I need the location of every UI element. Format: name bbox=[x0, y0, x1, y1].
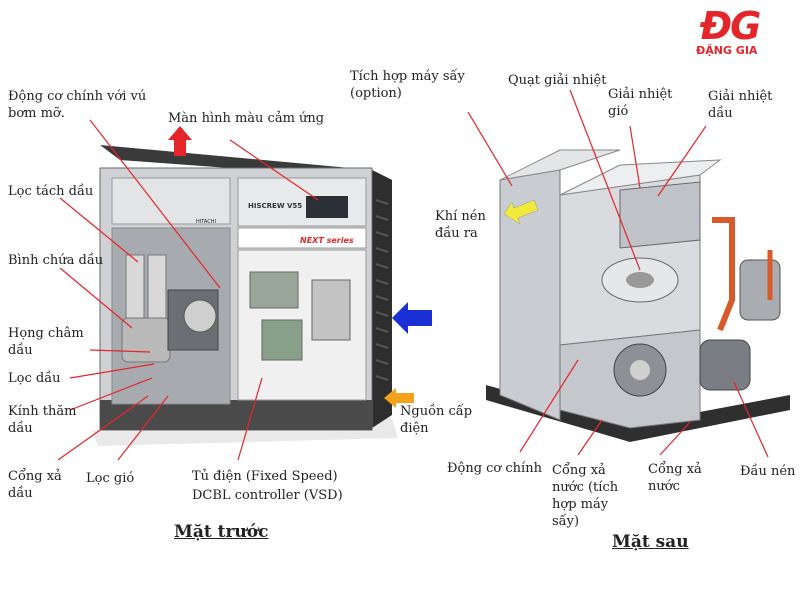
oil-separator-cylinder-1 bbox=[125, 254, 145, 321]
label-airend: Đầu nén bbox=[740, 464, 796, 479]
label-air-filter: Lọc gió bbox=[86, 471, 135, 486]
separator-tank-rear bbox=[739, 259, 781, 321]
air-cooler-shape bbox=[619, 181, 701, 249]
label-panel-fixed: Tủ điện (Fixed Speed) bbox=[192, 469, 338, 484]
oil-tank bbox=[121, 317, 171, 363]
caption-front: Mặt trước bbox=[174, 522, 269, 542]
front-vents bbox=[375, 199, 389, 381]
pcb-board-1 bbox=[249, 271, 299, 309]
fan-hub bbox=[626, 272, 654, 288]
label-cooling-fan: Quạt giải nhiệt bbox=[508, 73, 607, 88]
pcb-board-2 bbox=[261, 319, 303, 361]
front-badge-plate bbox=[237, 227, 367, 249]
label-touch-screen: Màn hình màu cảm ứng bbox=[168, 111, 325, 126]
label-oil-filter: Lọc dầu bbox=[8, 371, 61, 386]
rear-machine bbox=[486, 149, 790, 442]
rear-motor-hub bbox=[630, 360, 650, 380]
rear-housing-top bbox=[559, 159, 722, 196]
label-main-motor-rear: Động cơ chính bbox=[447, 461, 542, 476]
airend-shape bbox=[699, 339, 751, 391]
label-dryer: Tích hợp máy sấy (option) bbox=[350, 69, 465, 101]
dryer-top bbox=[499, 149, 621, 181]
label-oil-separator: Lọc tách dầu bbox=[8, 184, 94, 199]
logo-text: ĐẶNG GIA bbox=[696, 44, 758, 57]
label-air-out: Khí nén đầu ra bbox=[435, 209, 486, 241]
label-oil-tank: Bình chứa dầu bbox=[8, 253, 104, 268]
label-water-drain: Cổng xả nước bbox=[648, 462, 702, 494]
label-panel-vsd: DCBL controller (VSD) bbox=[192, 488, 343, 503]
logo-mark: ĐG bbox=[700, 4, 761, 48]
label-water-drain-dryer: Cổng xả nước (tích hợp máy sấy) bbox=[552, 463, 619, 529]
label-oil-drain: Cổng xả dầu bbox=[8, 469, 62, 501]
label-sight-glass: Kính thăm dầu bbox=[8, 404, 77, 436]
front-badge: NEXT series bbox=[300, 236, 354, 245]
oil-pipe bbox=[712, 217, 735, 332]
label-oil-cooler: Giải nhiệt dầu bbox=[708, 89, 773, 121]
caption-rear: Mặt sau bbox=[612, 532, 689, 552]
leader-lines bbox=[57, 89, 769, 461]
label-power-supply: Nguồn cấp điện bbox=[400, 404, 473, 436]
contactors bbox=[311, 279, 351, 341]
oil-separator-cylinder-2 bbox=[147, 254, 167, 321]
motor-pulley bbox=[183, 299, 217, 333]
arrow-red-up bbox=[168, 126, 192, 156]
dang-gia-logo: ĐG ĐẶNG GIA bbox=[672, 4, 794, 62]
label-main-motor-front: Động cơ chính với vú bơm mỡ. bbox=[8, 89, 147, 121]
arrow-blue-left bbox=[392, 302, 432, 334]
touch-screen-shape bbox=[306, 196, 348, 218]
arrow-yellow-out bbox=[503, 199, 539, 225]
front-machine bbox=[92, 145, 398, 446]
front-brand-model: HISCREW V55 bbox=[248, 202, 303, 210]
label-oil-fill: Họng châm dầu bbox=[8, 326, 84, 358]
arrow-orange-left bbox=[384, 388, 414, 408]
label-air-cooler: Giải nhiệt gió bbox=[608, 87, 673, 119]
front-brand-small: HITACHI bbox=[196, 219, 216, 225]
